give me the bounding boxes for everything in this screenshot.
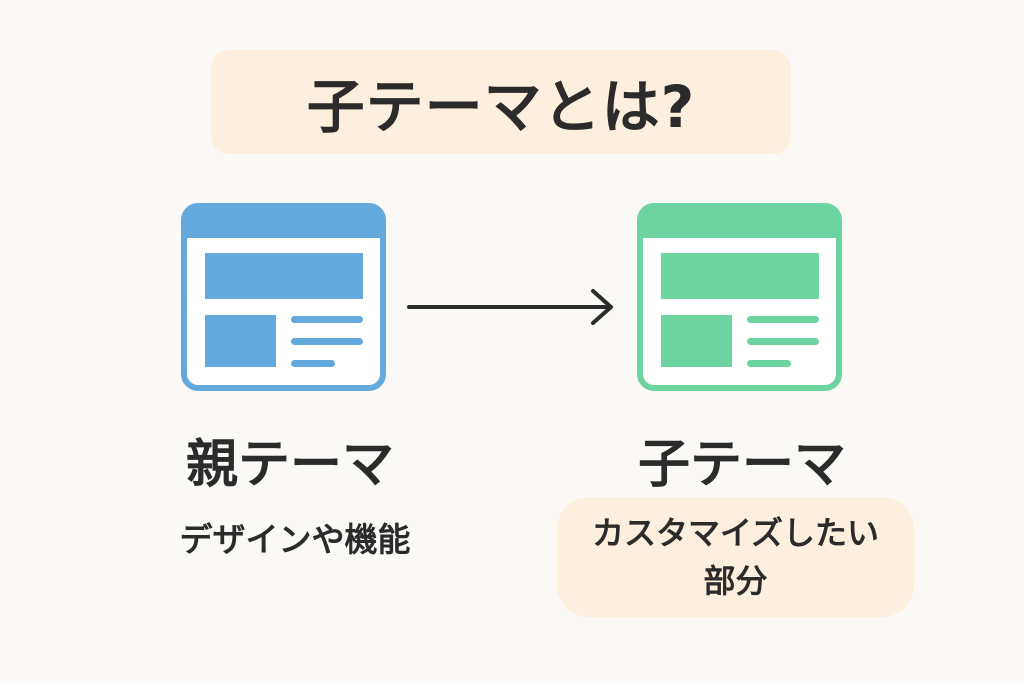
parent-theme-window-icon [181,203,386,391]
diagram-title: 子テーマとは? [306,73,696,141]
arrow-right-icon [405,285,620,329]
child-theme-description-box: カスタマイズしたい部分 [557,497,914,617]
parent-theme-label: 親テーマ [185,435,394,495]
child-theme-description: カスタマイズしたい部分 [591,514,880,600]
child-theme-window-icon [637,203,842,391]
parent-theme-description: デザインや機能 [179,520,411,559]
child-theme-label: 子テーマ [637,435,846,495]
title-banner: 子テーマとは? [211,50,791,154]
